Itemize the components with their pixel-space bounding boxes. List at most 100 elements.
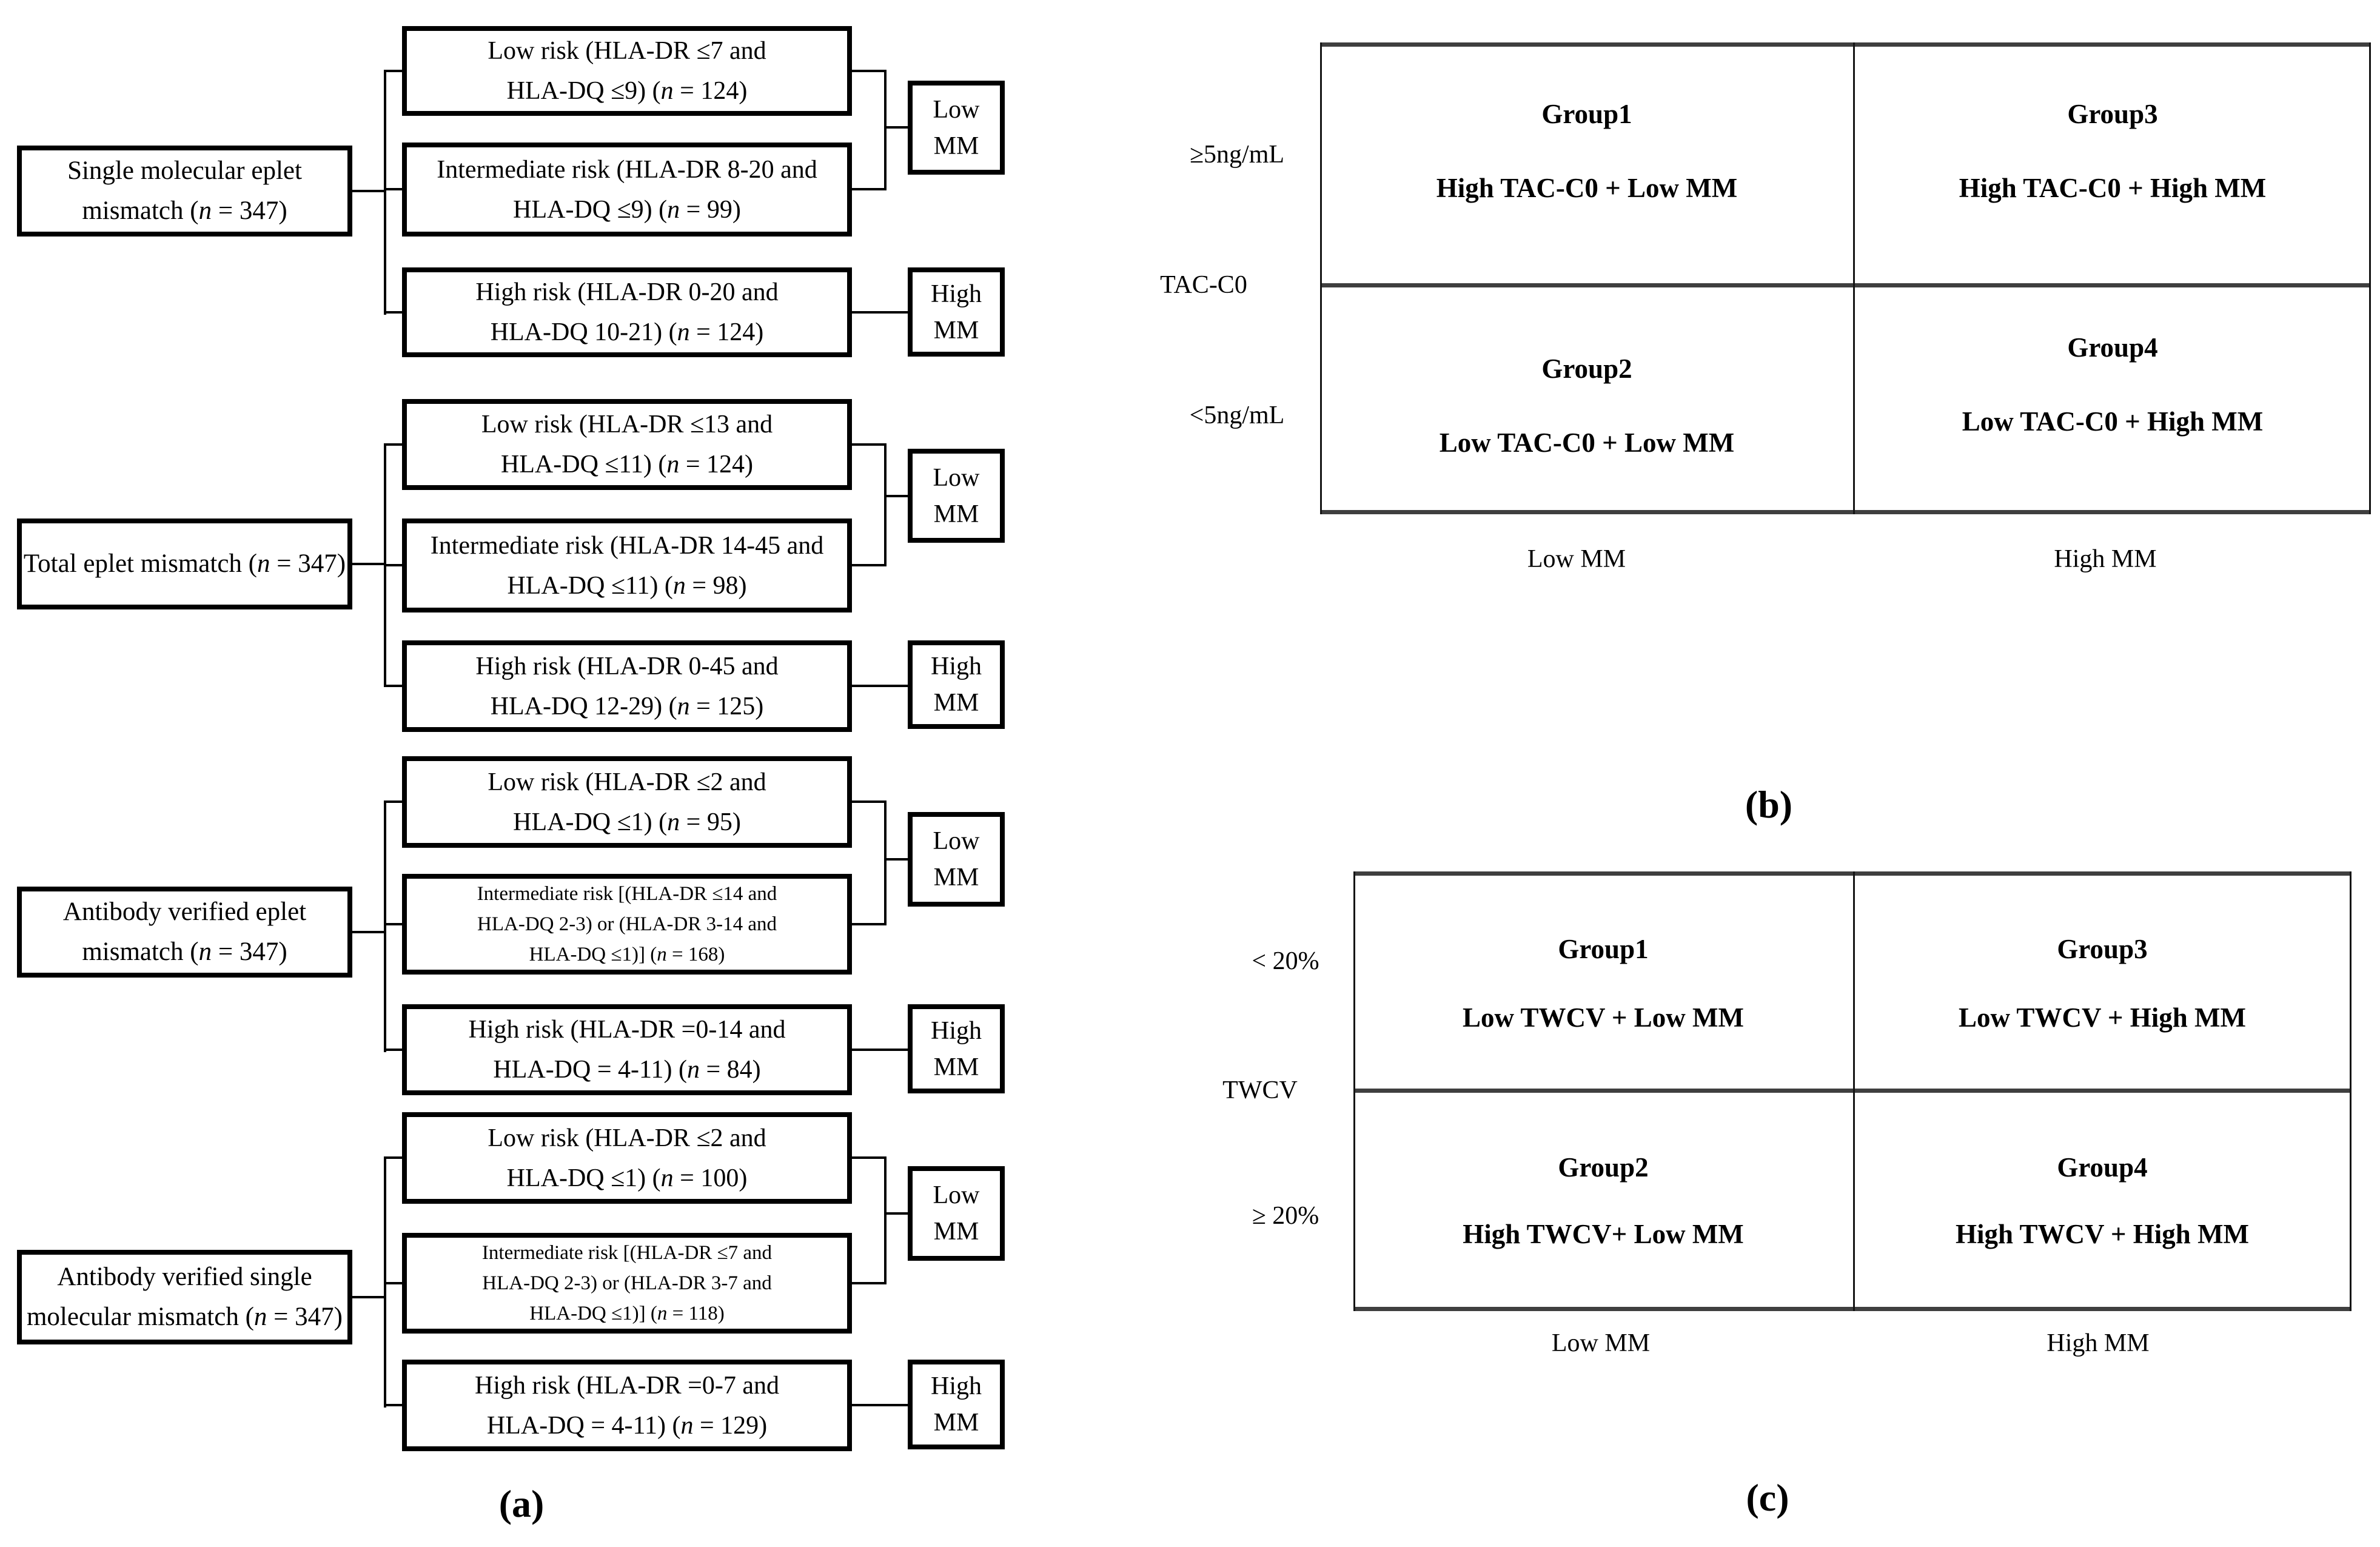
connector-line bbox=[852, 1156, 885, 1159]
connector-line bbox=[852, 1049, 908, 1051]
connector-line bbox=[884, 70, 887, 190]
box-text-line: HLA-DQ ≤11) (n = 98) bbox=[507, 571, 747, 600]
connector-line bbox=[384, 1156, 386, 1408]
connector-line bbox=[352, 190, 385, 192]
cell-group2-text: Low TAC-C0 + Low MM bbox=[1439, 428, 1735, 458]
connector-line bbox=[386, 188, 402, 190]
connector-line bbox=[852, 564, 885, 566]
cell-group3-title: Group3 bbox=[2067, 99, 2158, 129]
box-text-line: Low bbox=[933, 463, 980, 492]
cell-group1-title: Group1 bbox=[1541, 99, 1632, 129]
box-text-line: Antibody verified single bbox=[57, 1263, 312, 1291]
box-text-line: HLA-DQ = 4-11) (n = 129) bbox=[486, 1411, 768, 1440]
connector-line bbox=[352, 931, 385, 933]
flow-high-risk-box: High risk (HLA-DR 0-45 and HLA-DQ 12-29)… bbox=[402, 640, 852, 732]
box-text-line: Intermediate risk (HLA-DR 8-20 and bbox=[437, 155, 817, 184]
box-text-line: HLA-DQ 10-21) (n = 124) bbox=[490, 318, 764, 346]
box-text-line: HLA-DQ ≤9) (n = 124) bbox=[506, 77, 748, 105]
flow-low-mm-box: Low MM bbox=[908, 81, 1005, 175]
col-label-high-mm: High MM bbox=[2054, 545, 2157, 573]
flow-high-risk-box: High risk (HLA-DR =0-14 and HLA-DQ = 4-1… bbox=[402, 1004, 852, 1095]
box-text-line: Total eplet mismatch (n = 347) bbox=[23, 549, 346, 578]
grid-line bbox=[1320, 510, 2371, 514]
box-text-line: MM bbox=[933, 1218, 979, 1246]
panel-a-caption: (a) bbox=[498, 1482, 545, 1525]
box-text-line: MM bbox=[933, 689, 979, 717]
box-text-line: High risk (HLA-DR 0-45 and bbox=[475, 652, 779, 680]
cell-group4-title: Group4 bbox=[2067, 332, 2158, 363]
connector-line bbox=[852, 685, 908, 687]
flow-low-mm-box: Low MM bbox=[908, 812, 1005, 907]
connector-line bbox=[852, 70, 885, 72]
panel-c-caption: (c) bbox=[1746, 1476, 1789, 1519]
connector-line bbox=[386, 564, 402, 566]
flow-low-mm-box: Low MM bbox=[908, 449, 1005, 543]
box-text-line: High bbox=[931, 1372, 982, 1400]
connector-line bbox=[386, 70, 402, 72]
flow-high-mm-box: High MM bbox=[908, 1004, 1005, 1093]
box-text-line: Low risk (HLA-DR ≤13 and bbox=[481, 411, 773, 438]
grid-line bbox=[2350, 871, 2352, 1311]
grid-line bbox=[1320, 42, 2371, 47]
connector-line bbox=[884, 800, 887, 925]
box-text-line: HLA-DQ ≤11) (n = 124) bbox=[500, 451, 754, 478]
box-text-line: MM bbox=[933, 1053, 979, 1081]
box-text-line: HLA-DQ ≤1)] (n = 118) bbox=[529, 1303, 725, 1324]
box-text-line: mismatch (n = 347) bbox=[82, 196, 287, 225]
flow-high-risk-box: High risk (HLA-DR =0-7 and HLA-DQ = 4-11… bbox=[402, 1360, 852, 1451]
cell-group4-text: High TWCV + High MM bbox=[1955, 1219, 2250, 1249]
cell-group2-title: Group2 bbox=[1558, 1152, 1649, 1183]
connector-line bbox=[386, 1282, 402, 1284]
row-label-low-twcv: < 20% bbox=[1252, 947, 1319, 975]
box-text-line: molecular mismatch (n = 347) bbox=[26, 1303, 343, 1331]
box-text-line: High bbox=[931, 653, 982, 680]
cell-group1-text: High TAC-C0 + Low MM bbox=[1436, 173, 1738, 203]
flow-low-mm-box: Low MM bbox=[908, 1166, 1005, 1261]
connector-line bbox=[852, 1404, 908, 1406]
connector-line bbox=[386, 1404, 402, 1406]
box-text-line: High bbox=[931, 280, 982, 308]
cell-group4-title: Group4 bbox=[2057, 1152, 2148, 1183]
connector-line bbox=[887, 1212, 908, 1215]
connector-line bbox=[384, 70, 386, 315]
flow-intermediate-risk-box: Intermediate risk (HLA-DR 14-45 and HLA-… bbox=[402, 518, 852, 612]
grid-line bbox=[1353, 871, 2352, 876]
connector-line bbox=[386, 800, 402, 803]
grid-line bbox=[1320, 283, 2371, 287]
connector-line bbox=[852, 443, 885, 446]
flow-parent-box: Antibody verified eplet mismatch (n = 34… bbox=[17, 887, 352, 978]
grid-line bbox=[1853, 871, 1855, 1311]
box-text-line: Low bbox=[933, 1181, 980, 1209]
connector-line bbox=[384, 443, 386, 687]
col-label-low-mm: Low MM bbox=[1527, 545, 1626, 573]
cell-group3-title: Group3 bbox=[2057, 934, 2148, 964]
cell-group1-text: Low TWCV + Low MM bbox=[1463, 1002, 1744, 1033]
connector-line bbox=[887, 495, 908, 497]
box-text-line: Low risk (HLA-DR ≤2 and bbox=[488, 1124, 766, 1152]
connector-line bbox=[386, 1156, 402, 1159]
row-label-low-tac: <5ng/mL bbox=[1189, 401, 1285, 429]
connector-line bbox=[852, 311, 908, 314]
connector-line bbox=[852, 1282, 885, 1284]
row-label-high-twcv: ≥ 20% bbox=[1252, 1202, 1319, 1230]
box-text-line: HLA-DQ ≤1) (n = 95) bbox=[513, 808, 741, 836]
cell-group3-text: Low TWCV + High MM bbox=[1958, 1002, 2247, 1033]
flow-low-risk-box: Low risk (HLA-DR ≤2 and HLA-DQ ≤1) (n = … bbox=[402, 756, 852, 848]
box-text-line: High risk (HLA-DR =0-14 and bbox=[468, 1016, 786, 1044]
box-text-line: MM bbox=[933, 1409, 979, 1437]
flow-low-risk-box: Low risk (HLA-DR ≤7 and HLA-DQ ≤9) (n = … bbox=[402, 26, 852, 116]
box-text-line: Intermediate risk (HLA-DR 14-45 and bbox=[430, 531, 824, 560]
cell-group1-title: Group1 bbox=[1558, 934, 1649, 964]
connector-line bbox=[887, 126, 908, 129]
box-text-line: Single molecular eplet bbox=[67, 156, 302, 185]
connector-line bbox=[352, 563, 385, 565]
grid-line bbox=[1320, 42, 1322, 514]
connector-line bbox=[386, 443, 402, 446]
box-text-line: High risk (HLA-DR 0-20 and bbox=[475, 278, 779, 306]
axis-label-twcv: TWCV bbox=[1222, 1076, 1298, 1104]
box-text-line: HLA-DQ ≤1) (n = 100) bbox=[506, 1164, 748, 1192]
box-text-line: HLA-DQ 12-29) (n = 125) bbox=[490, 692, 764, 720]
connector-line bbox=[852, 923, 885, 925]
box-text-line: MM bbox=[933, 132, 979, 160]
box-text-line: Low risk (HLA-DR ≤7 and bbox=[488, 37, 766, 65]
